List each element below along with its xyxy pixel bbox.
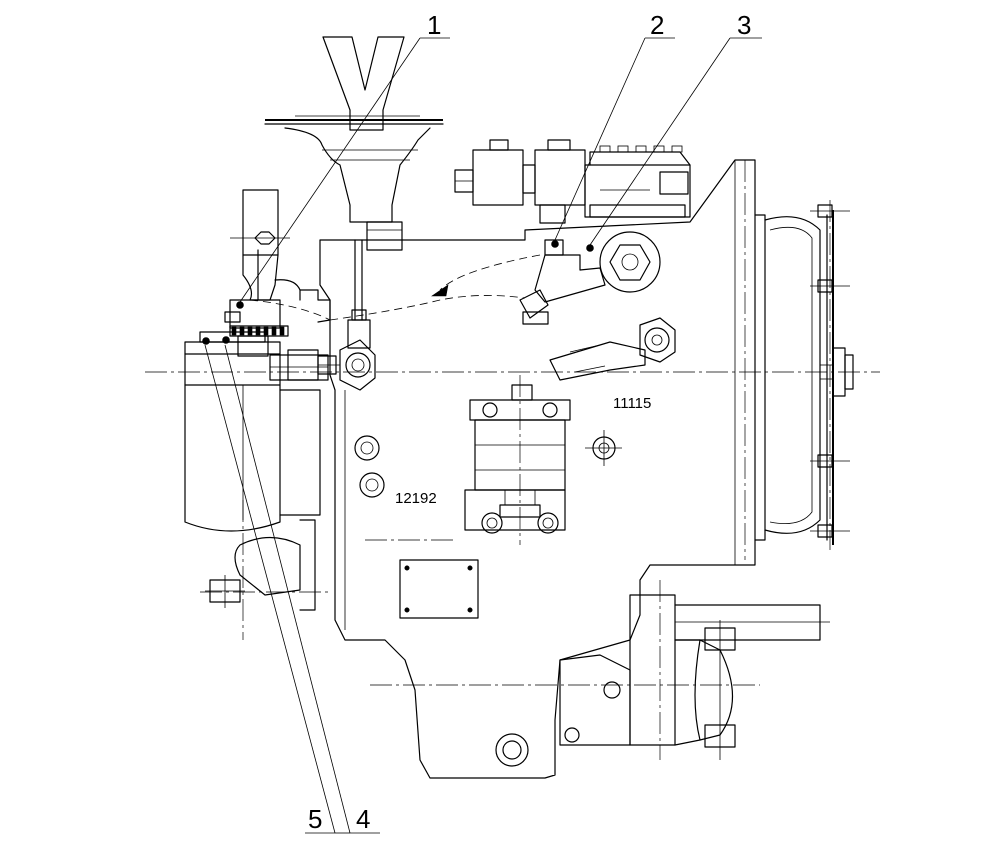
callout-2: 2	[650, 10, 664, 40]
callout-4: 4	[356, 804, 370, 834]
callout-labels: 1 2 3 5 4	[308, 10, 751, 834]
callout-3: 3	[737, 10, 751, 40]
part-marks: 11115 12192	[395, 395, 651, 507]
cover-plate	[399, 559, 479, 619]
flange-bolts	[810, 204, 850, 538]
output-yoke	[559, 594, 830, 760]
oil-filter	[184, 331, 329, 611]
leader-lines	[202, 37, 762, 834]
center-lines	[145, 160, 880, 760]
shift-linkage	[224, 189, 371, 357]
mount-bracket	[464, 384, 571, 534]
housing-holes	[354, 430, 622, 767]
shift-lever	[264, 36, 444, 251]
fittings	[287, 231, 676, 391]
part-mark-upper: 11115	[613, 395, 651, 412]
callout-5: 5	[308, 804, 322, 834]
flow-path	[249, 254, 541, 321]
control-valve-block	[454, 139, 691, 224]
gear	[229, 325, 289, 337]
callout-1: 1	[427, 10, 441, 40]
transmission-housing	[319, 159, 854, 779]
part-mark-lower: 12192	[395, 490, 437, 507]
